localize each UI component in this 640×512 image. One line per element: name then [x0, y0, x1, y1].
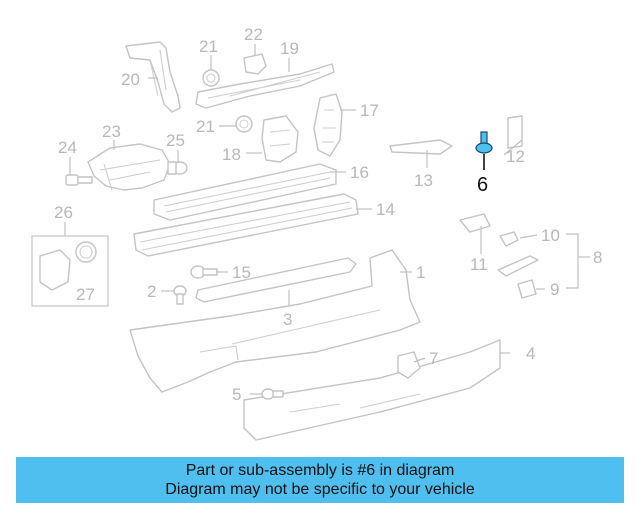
caption-line-part: Part or sub-assembly is #6 in diagram: [185, 462, 455, 479]
part-21-grommet-upper[interactable]: [202, 69, 220, 87]
leader-lines: [64, 44, 590, 395]
callout-2[interactable]: 2: [147, 282, 156, 301]
callout-16[interactable]: 16: [350, 163, 369, 182]
callout-23[interactable]: 23: [102, 122, 121, 141]
part-13-molding[interactable]: [389, 139, 453, 155]
part-9-socket[interactable]: [517, 279, 537, 299]
callout-9[interactable]: 9: [550, 280, 559, 299]
part-17-side-bracket[interactable]: [313, 93, 343, 157]
part-5-bolt[interactable]: [261, 388, 284, 400]
part-15-bolt[interactable]: [190, 265, 218, 279]
callout-11[interactable]: 11: [470, 255, 488, 274]
callout-22[interactable]: 22: [244, 25, 263, 44]
callout-10[interactable]: 10: [541, 226, 560, 245]
part-4-lower-cover[interactable]: [243, 339, 501, 441]
part-7-bracket[interactable]: [397, 351, 421, 379]
callout-18[interactable]: 18: [222, 145, 241, 164]
part-21-grommet-lower[interactable]: [235, 115, 253, 133]
callout-8[interactable]: 8: [593, 248, 602, 267]
exploded-parts-diagram: 20 21 22 19 17 21 23 24 25 18 16 14 26 2…: [31, 25, 602, 441]
callout-25[interactable]: 25: [166, 131, 185, 150]
callout-20[interactable]: 20: [121, 70, 140, 89]
part-10-clip[interactable]: [499, 231, 519, 247]
part-11-bracket[interactable]: [459, 213, 491, 233]
part-25-clip[interactable]: [167, 161, 188, 175]
part-16-energy-absorber[interactable]: [153, 163, 337, 221]
callout-3[interactable]: 3: [283, 310, 292, 329]
callout-12[interactable]: 12: [506, 147, 525, 166]
callout-5[interactable]: 5: [232, 385, 241, 404]
caption-line-disclaimer: Diagram may not be specific to your vehi…: [165, 481, 475, 498]
callout-6[interactable]: 6: [477, 174, 488, 196]
part-1-bumper-cover[interactable]: [129, 249, 421, 393]
caption-banner: Part or sub-assembly is #6 in diagram Di…: [16, 457, 624, 503]
callout-24[interactable]: 24: [58, 138, 77, 157]
callout-21-upper[interactable]: 21: [199, 37, 218, 56]
callout-26[interactable]: 26: [54, 203, 73, 222]
part-18-bracket[interactable]: [261, 115, 299, 163]
part-20-bracket[interactable]: [125, 41, 181, 113]
part-26-sensor-kit-box[interactable]: [31, 235, 109, 307]
callout-15[interactable]: 15: [232, 263, 251, 282]
part-3-step-pad[interactable]: [195, 257, 357, 303]
callout-19[interactable]: 19: [280, 39, 299, 58]
callout-17[interactable]: 17: [360, 101, 379, 120]
part-19-upper-strip[interactable]: [195, 63, 335, 109]
part-22-clip[interactable]: [243, 53, 267, 75]
part-6-bolt[interactable]: [475, 131, 493, 154]
part-2-screw[interactable]: [173, 285, 187, 305]
part-27-seal[interactable]: [75, 241, 97, 263]
callout-27[interactable]: 27: [76, 285, 95, 304]
callout-14[interactable]: 14: [376, 200, 395, 219]
callout-4[interactable]: 4: [526, 344, 535, 363]
callout-21-lower[interactable]: 21: [196, 117, 215, 136]
part-12-clip[interactable]: [507, 115, 523, 149]
part-8-reflector[interactable]: [497, 255, 539, 277]
callout-7[interactable]: 7: [429, 349, 438, 368]
callout-1[interactable]: 1: [416, 263, 425, 282]
part-24-bolt[interactable]: [65, 174, 93, 186]
part-23-side-bracket[interactable]: [87, 143, 171, 191]
callout-13[interactable]: 13: [414, 171, 433, 190]
